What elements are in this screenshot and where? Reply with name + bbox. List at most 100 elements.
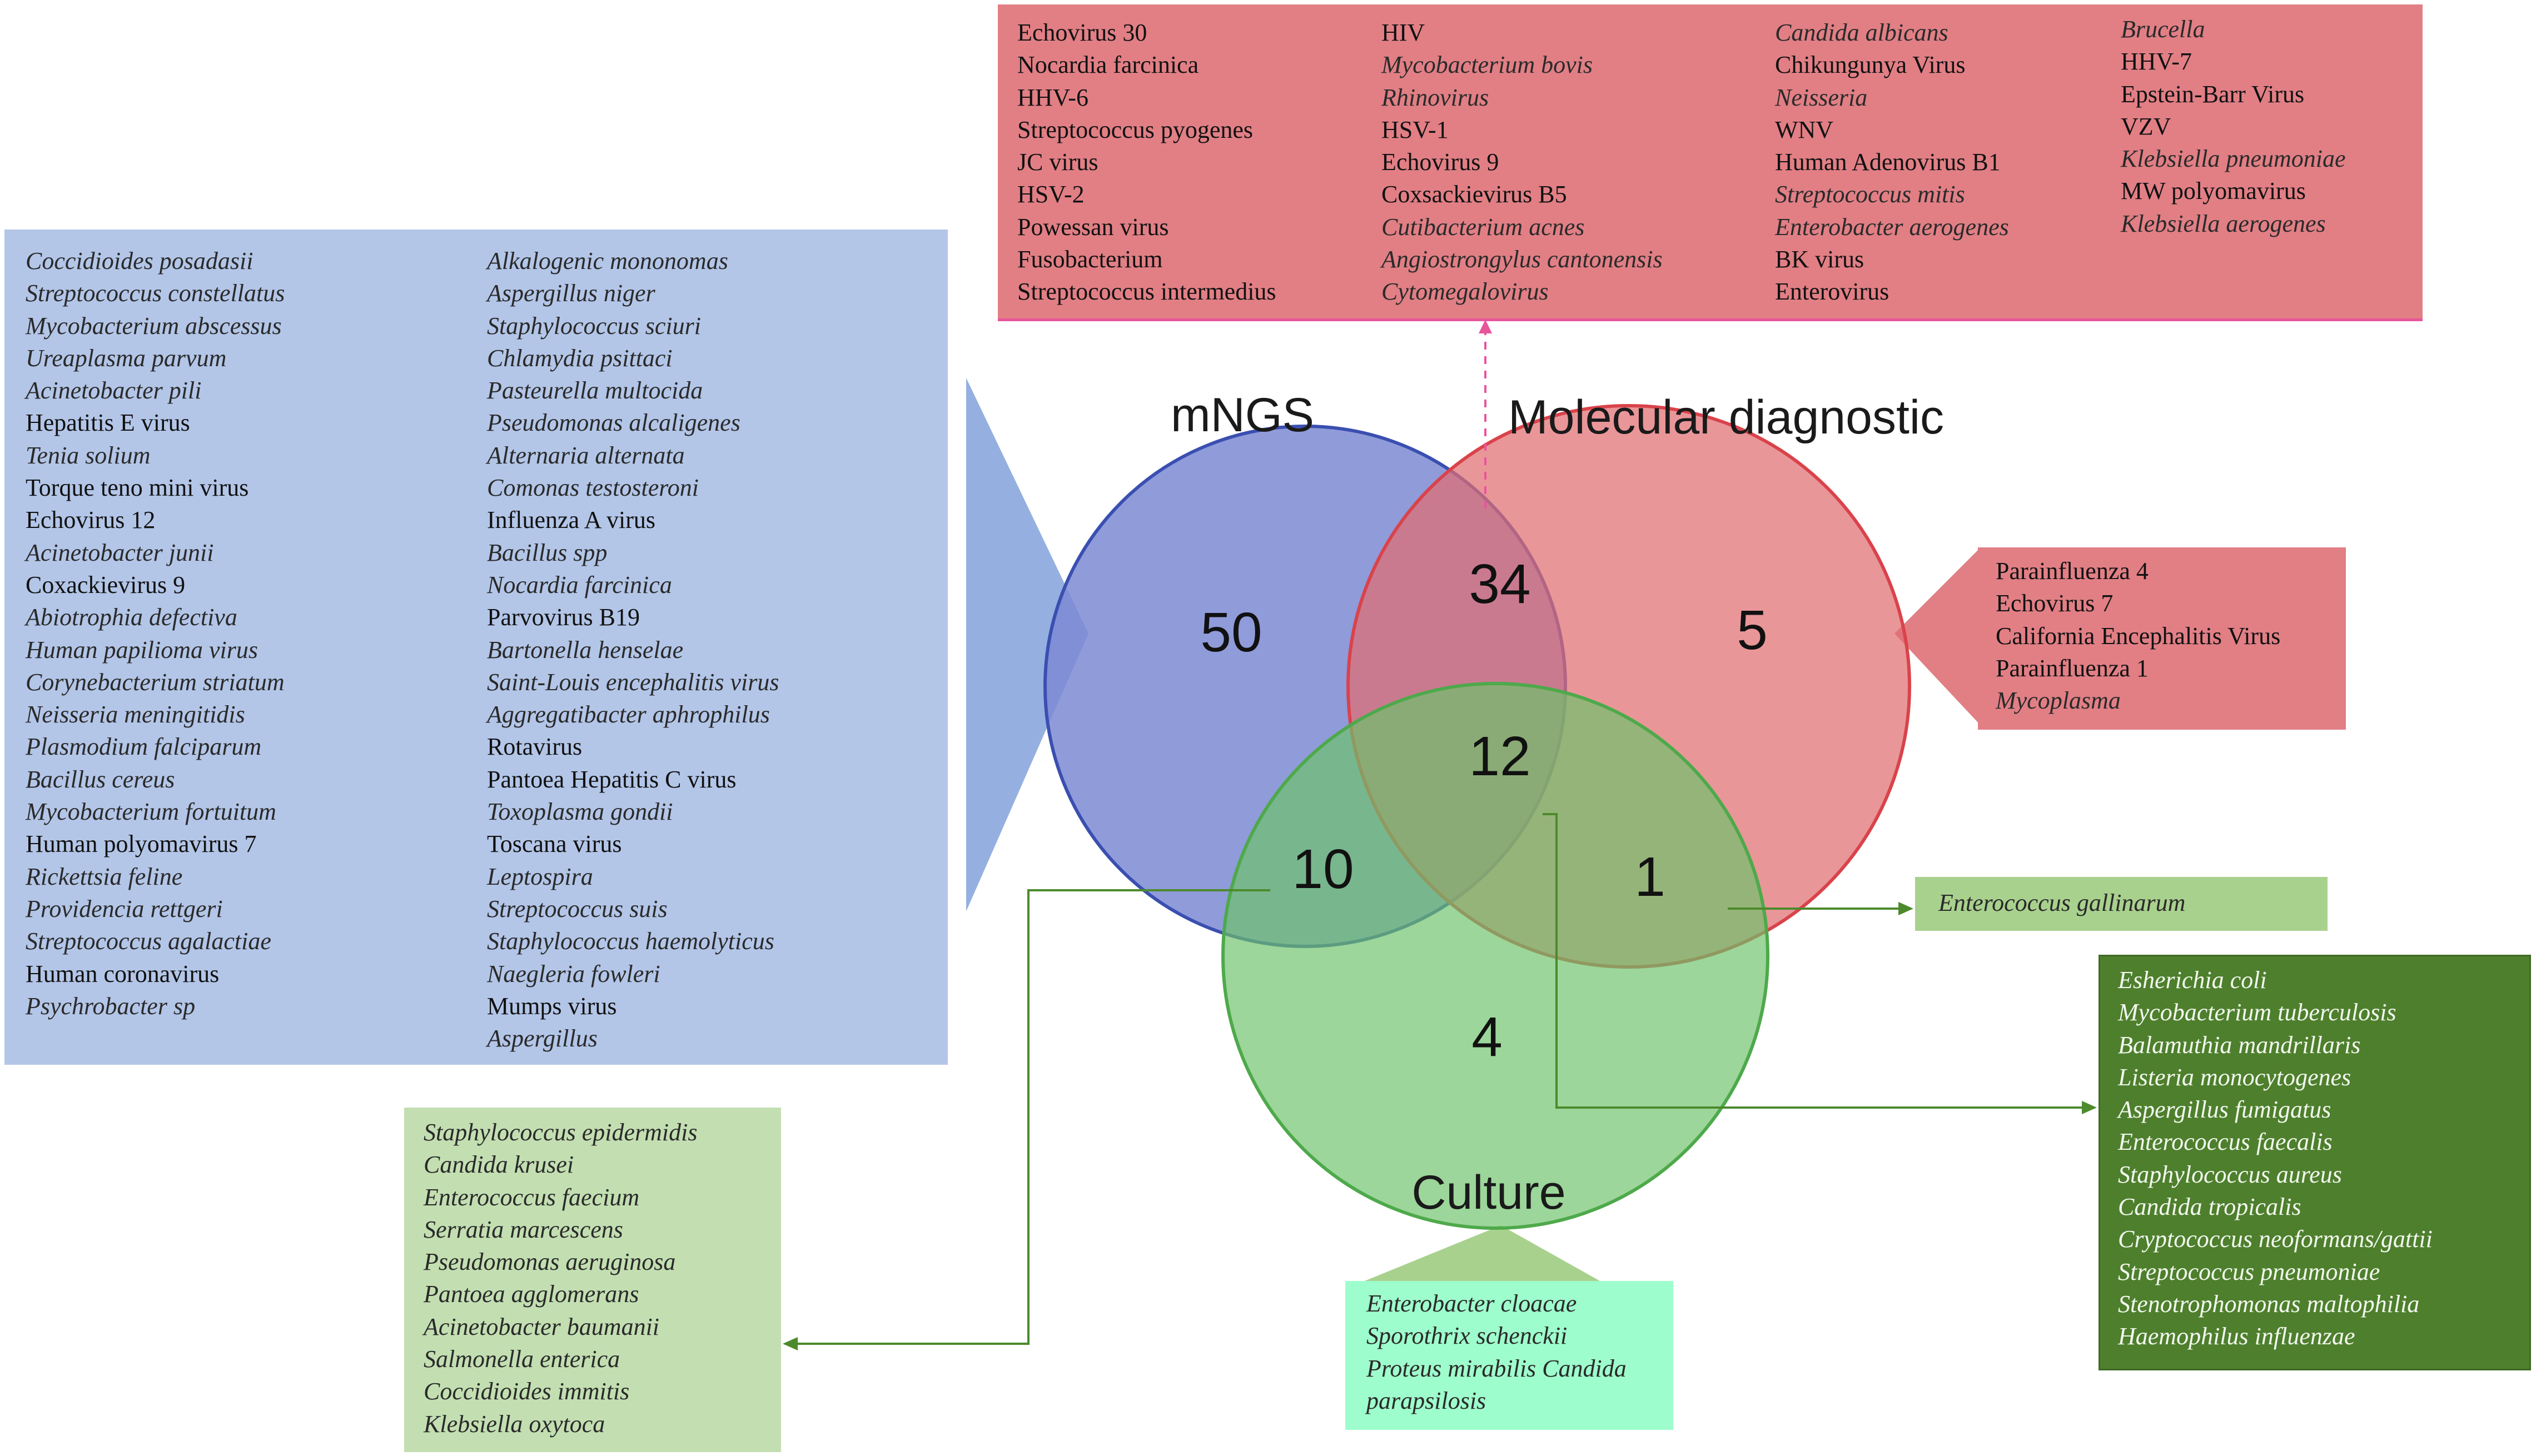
organism-list-item: JC virus — [1017, 148, 1098, 176]
organism-list-item: Cytomegalovirus — [1381, 278, 1549, 306]
organism-list-item: Streptococcus mitis — [1775, 181, 1965, 208]
all-three-connector-arrowhead — [2082, 1101, 2097, 1114]
organism-list-item: VZV — [2121, 112, 2171, 140]
organism-list-item: Enterobacter cloacae — [1366, 1290, 1577, 1317]
organism-list-item: Staphylococcus aureus — [2118, 1160, 2342, 1188]
organism-list-item: Candida albicans — [1775, 19, 1948, 46]
organism-list-item: Abiotrophia defectiva — [26, 604, 237, 631]
molecular-pointer-wedge — [1894, 550, 1978, 722]
organism-list-item: Cryptococcus neoformans/gattii — [2118, 1225, 2433, 1253]
organism-list-item: HHV-7 — [2121, 48, 2192, 76]
organism-list-item: Esherichia coli — [2118, 966, 2267, 994]
all-three-connector — [1543, 813, 2082, 1109]
count-mngs-culture: 10 — [1292, 838, 1354, 900]
organism-list-item: Tenia solium — [26, 441, 151, 469]
organism-list-item: WNV — [1775, 116, 1834, 143]
molecular-culture-connector-arrowhead — [1898, 902, 1913, 915]
organism-list-item: Aggregatibacter aphrophilus — [487, 701, 770, 729]
organism-list-item: Hepatitis E virus — [26, 409, 190, 437]
organism-list-item: MW polyomavirus — [2121, 177, 2306, 205]
organism-list-item: Mycoplasma — [1996, 687, 2121, 715]
organism-list-item: Mycobacterium tuberculosis — [2118, 999, 2396, 1026]
organism-list-item: Toxoplasma gondii — [487, 798, 673, 826]
organism-list-item: Klebsiella oxytoca — [424, 1410, 605, 1438]
organism-list-item: Pantoea agglomerans — [424, 1280, 639, 1308]
culture-title: Culture — [1411, 1166, 1565, 1219]
organism-list-item: Rhinovirus — [1381, 83, 1489, 111]
organism-list-item: Coccidioides immitis — [424, 1378, 630, 1405]
organism-list-item: Streptococcus suis — [487, 895, 668, 923]
organism-list-item: Psychrobacter sp — [26, 992, 196, 1020]
organism-list-item: Torque teno mini virus — [26, 474, 249, 502]
count-all-three: 12 — [1469, 725, 1530, 787]
count-mngs-only: 50 — [1200, 601, 1262, 664]
molecular-culture-box: Enterococcus gallinarum — [1915, 877, 2328, 931]
organism-list-item: Pasteurella multocida — [487, 377, 703, 405]
organism-list-item: Parainfluenza 1 — [1996, 654, 2149, 682]
organism-list-item: Neisseria meningitidis — [26, 701, 245, 729]
organism-list-item: Enterococcus faecalis — [2118, 1128, 2333, 1156]
organism-list-item: Comonas testosteroni — [487, 474, 699, 502]
organism-list-item: Aspergillus fumigatus — [2118, 1096, 2331, 1124]
organism-list-item: Nocardia farcinica — [1017, 51, 1199, 79]
organism-list-item: Coccidioides posadasii — [26, 247, 253, 275]
organism-list-item: Coxackievirus 9 — [26, 571, 186, 599]
organism-list-item: Chlamydia psittaci — [487, 344, 673, 372]
organism-list-item: Acinetobacter junii — [26, 538, 214, 566]
organism-list-item: Echovirus 9 — [1381, 148, 1499, 176]
organism-list-item: Human Adenovirus B1 — [1775, 148, 2001, 176]
organism-list-item: BK virus — [1775, 246, 1864, 273]
organism-list-item: HSV-1 — [1381, 116, 1449, 143]
organism-list-item: Enterovirus — [1775, 278, 1889, 306]
organism-list-item: Staphylococcus haemolyticus — [487, 928, 774, 955]
organism-list-item: Coxsackievirus B5 — [1381, 181, 1567, 208]
organism-list-item: Streptococcus agalactiae — [26, 928, 271, 955]
organism-list-item: Saint-Louis encephalitis virus — [487, 668, 779, 696]
organism-list-item: Enterococcus faecium — [424, 1183, 640, 1211]
culture-pointer-wedge — [1365, 1225, 1600, 1281]
organism-list-item: Toscana virus — [487, 830, 622, 858]
organism-list-item: Streptococcus intermedius — [1017, 278, 1276, 306]
organism-list-item: Rickettsia feline — [26, 862, 183, 890]
organism-list-item: Aspergillus niger — [487, 280, 655, 307]
count-mngs-molecular: 34 — [1469, 553, 1530, 615]
organism-list-item: Candida krusei — [424, 1151, 574, 1179]
organism-list-item: Angiostrongylus cantonensis — [1381, 246, 1663, 273]
organism-list-item: Streptococcus pneumoniae — [2118, 1258, 2380, 1285]
organism-list-item: Bartonella henselae — [487, 636, 684, 664]
organism-list-item: Acinetobacter pili — [26, 377, 202, 405]
organism-list-item: Parainfluenza 4 — [1996, 557, 2149, 585]
organism-list-item: Streptococcus constellatus — [26, 280, 285, 307]
organism-list-item: Rotavirus — [487, 733, 583, 761]
organism-list-item: Mycobacterium bovis — [1381, 51, 1593, 79]
organism-list-item: Klebsiella pneumoniae — [2121, 145, 2346, 173]
count-molecular-culture: 1 — [1634, 846, 1665, 908]
organism-list-item: California Encephalitis Virus — [1996, 622, 2281, 650]
organism-list-item: HSV-2 — [1017, 181, 1085, 208]
organism-list-item: Fusobacterium — [1017, 246, 1163, 273]
organism-list-item: Chikungunya Virus — [1775, 51, 1966, 79]
organism-list-item: Klebsiella aerogenes — [2121, 210, 2326, 237]
organism-list-item: Brucella — [2121, 16, 2205, 43]
organism-list-item: Bacillus spp — [487, 538, 608, 566]
organism-list-item: Mumps virus — [487, 992, 617, 1020]
organism-list-item: Aspergillus — [487, 1025, 598, 1053]
mngs-title: mNGS — [1171, 388, 1314, 442]
organism-list-item: Powessan virus — [1017, 213, 1169, 241]
organism-list-item: Haemophilus influenzae — [2118, 1323, 2355, 1350]
organism-list-item: Pseudomonas aeruginosa — [424, 1248, 676, 1276]
culture-circle — [1221, 682, 1769, 1230]
organism-list-item: Human polyomavirus 7 — [26, 830, 257, 858]
organism-list-item: Sporothrix schenckii — [1366, 1322, 1568, 1350]
organism-list-item: Alkalogenic mononomas — [487, 247, 728, 275]
